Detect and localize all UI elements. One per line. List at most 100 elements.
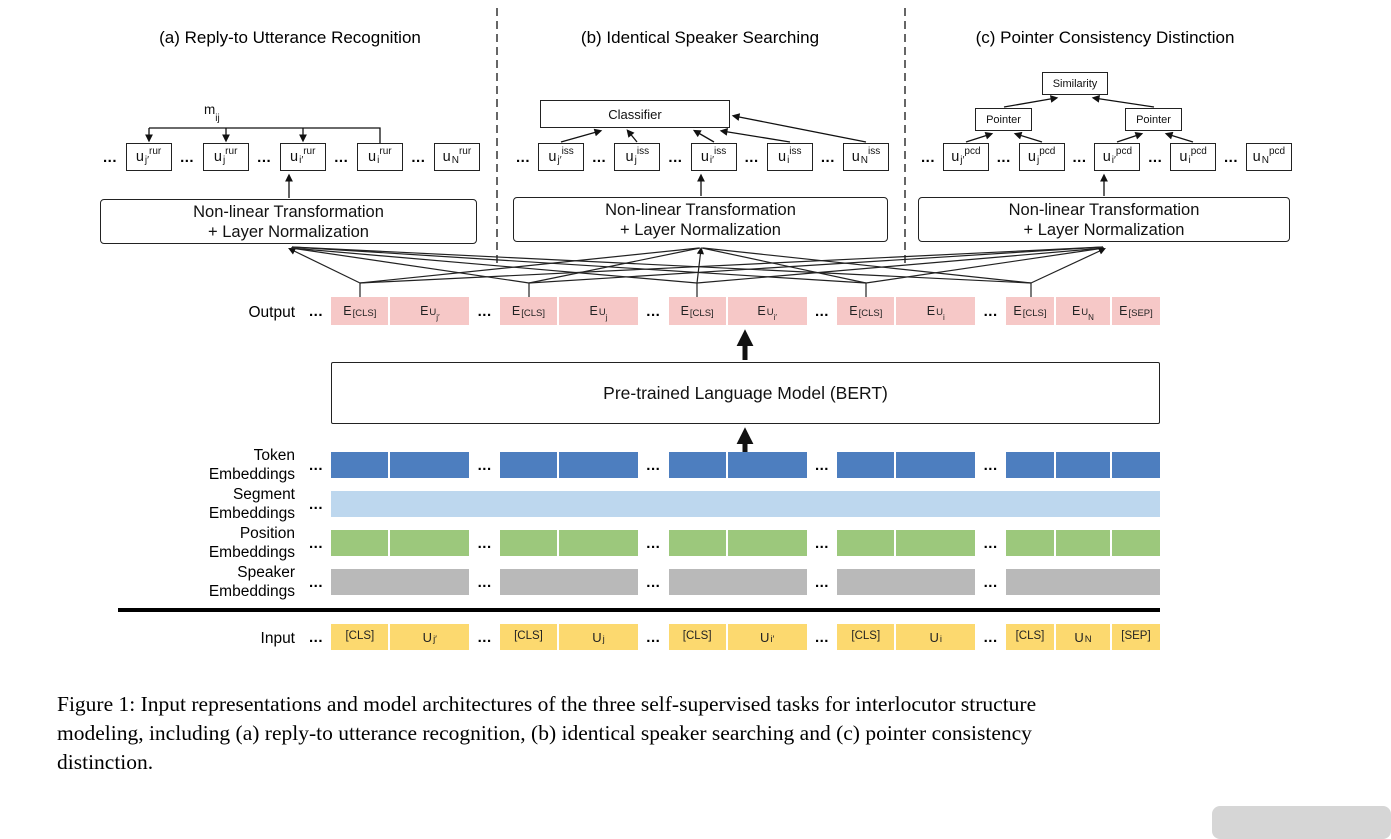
unit-base: u	[1179, 148, 1188, 165]
token-cell	[499, 452, 557, 478]
token-cell	[1111, 452, 1160, 478]
position-cell	[1055, 530, 1110, 556]
output-sep-box: E[SEP]	[1111, 297, 1160, 325]
label-line2: Embeddings	[208, 544, 295, 561]
unit-sub: N	[451, 155, 459, 166]
token-cell	[668, 452, 726, 478]
mij-annotation: mij	[204, 103, 220, 124]
e-base: E	[1071, 303, 1081, 318]
ellipsis: ...	[477, 573, 492, 591]
u-base: U	[422, 629, 433, 645]
panel-c-title: (c) Pointer Consistency Distinction	[975, 28, 1235, 47]
ellipsis: ...	[308, 534, 323, 552]
ellipsis: ...	[983, 573, 998, 591]
u-base: U	[1074, 629, 1084, 645]
ellipsis: ...	[334, 148, 349, 166]
ellipsis: ...	[308, 495, 323, 513]
e-base: E	[1013, 303, 1022, 318]
transform-box-a: Non-linear Transformation + Layer Normal…	[100, 199, 477, 244]
u-base: U	[592, 629, 602, 645]
e-subsub: i′	[773, 312, 777, 322]
e-sub: Ui	[936, 308, 945, 322]
position-cell	[390, 530, 470, 556]
e-base: E	[926, 303, 936, 318]
label-line2: Embeddings	[208, 583, 295, 600]
unit-sub: N	[1261, 155, 1269, 166]
ellipsis: ...	[820, 148, 835, 166]
token-embeddings-label: Token Embeddings	[150, 446, 295, 484]
ellipsis: ...	[102, 148, 117, 166]
position-group	[331, 530, 470, 556]
e-base: E	[680, 303, 689, 318]
speaker-embeddings-row: ... ... ... ... ...	[306, 569, 1160, 595]
ellipsis: ...	[180, 148, 195, 166]
u-sub: N	[1084, 634, 1092, 646]
unit-base: u	[368, 148, 377, 165]
pointer-right-box: Pointer	[1125, 108, 1182, 131]
ellipsis: ...	[477, 302, 492, 320]
token-group	[499, 452, 638, 478]
position-embeddings-row: ... ... ... ... ...	[306, 530, 1160, 556]
unit-sup: rur	[379, 146, 392, 157]
bert-box: Pre-trained Language Model (BERT)	[331, 362, 1160, 424]
u-sub: i′	[770, 634, 775, 646]
unit-sub: i	[377, 155, 380, 166]
scrollbar-thumb[interactable]	[1212, 806, 1391, 839]
e-sub: [CLS]	[858, 308, 883, 320]
ellipsis: ...	[308, 456, 323, 474]
transform-line2: + Layer Normalization	[620, 221, 781, 239]
speaker-cell	[331, 569, 470, 595]
e-base: E	[343, 303, 352, 318]
e-sub: UN	[1081, 308, 1094, 322]
unit-base: u	[625, 148, 634, 165]
transform-line1: Non-linear Transformation	[1008, 201, 1200, 219]
unit-sub: j	[634, 155, 637, 166]
unit-sub: i	[1188, 155, 1191, 166]
transform-line1: Non-linear Transformation	[605, 201, 796, 219]
ellipsis: ...	[646, 534, 661, 552]
ellipsis: ...	[308, 573, 323, 591]
position-group	[1005, 530, 1160, 556]
position-cell	[558, 530, 638, 556]
token-cell	[1055, 452, 1110, 478]
u-sub: j′	[433, 634, 437, 646]
cls-text: [CLS]	[1015, 630, 1045, 643]
ellipsis: ...	[477, 456, 492, 474]
ellipsis: ...	[477, 534, 492, 552]
unit-sub: N	[860, 155, 869, 166]
e-sub-base: U	[766, 307, 774, 319]
unit-sub: i	[787, 155, 790, 166]
unit-sup: rur	[303, 146, 316, 157]
output-cls-box: E[CLS]	[837, 297, 895, 325]
unit-sup: iss	[561, 146, 574, 157]
unit-base: u	[213, 148, 222, 165]
speaker-embeddings-label: Speaker Embeddings	[150, 563, 295, 601]
position-cell	[499, 530, 557, 556]
token-group	[837, 452, 976, 478]
figure-caption: Figure 1: Input representations and mode…	[57, 690, 1357, 777]
unit-sup: rur	[149, 146, 162, 157]
ellipsis: ...	[477, 628, 492, 646]
cls-text: [CLS]	[851, 630, 881, 643]
e-base: E	[757, 303, 766, 318]
input-sep-box: [SEP]	[1111, 624, 1160, 650]
speaker-cell	[1005, 569, 1160, 595]
e-base: E	[849, 303, 858, 318]
ellipsis: ...	[646, 573, 661, 591]
token-cell	[558, 452, 638, 478]
mij-sub: ij	[215, 112, 220, 124]
token-cell	[837, 452, 895, 478]
transform-box-b: Non-linear Transformation + Layer Normal…	[513, 197, 888, 242]
position-group	[837, 530, 976, 556]
